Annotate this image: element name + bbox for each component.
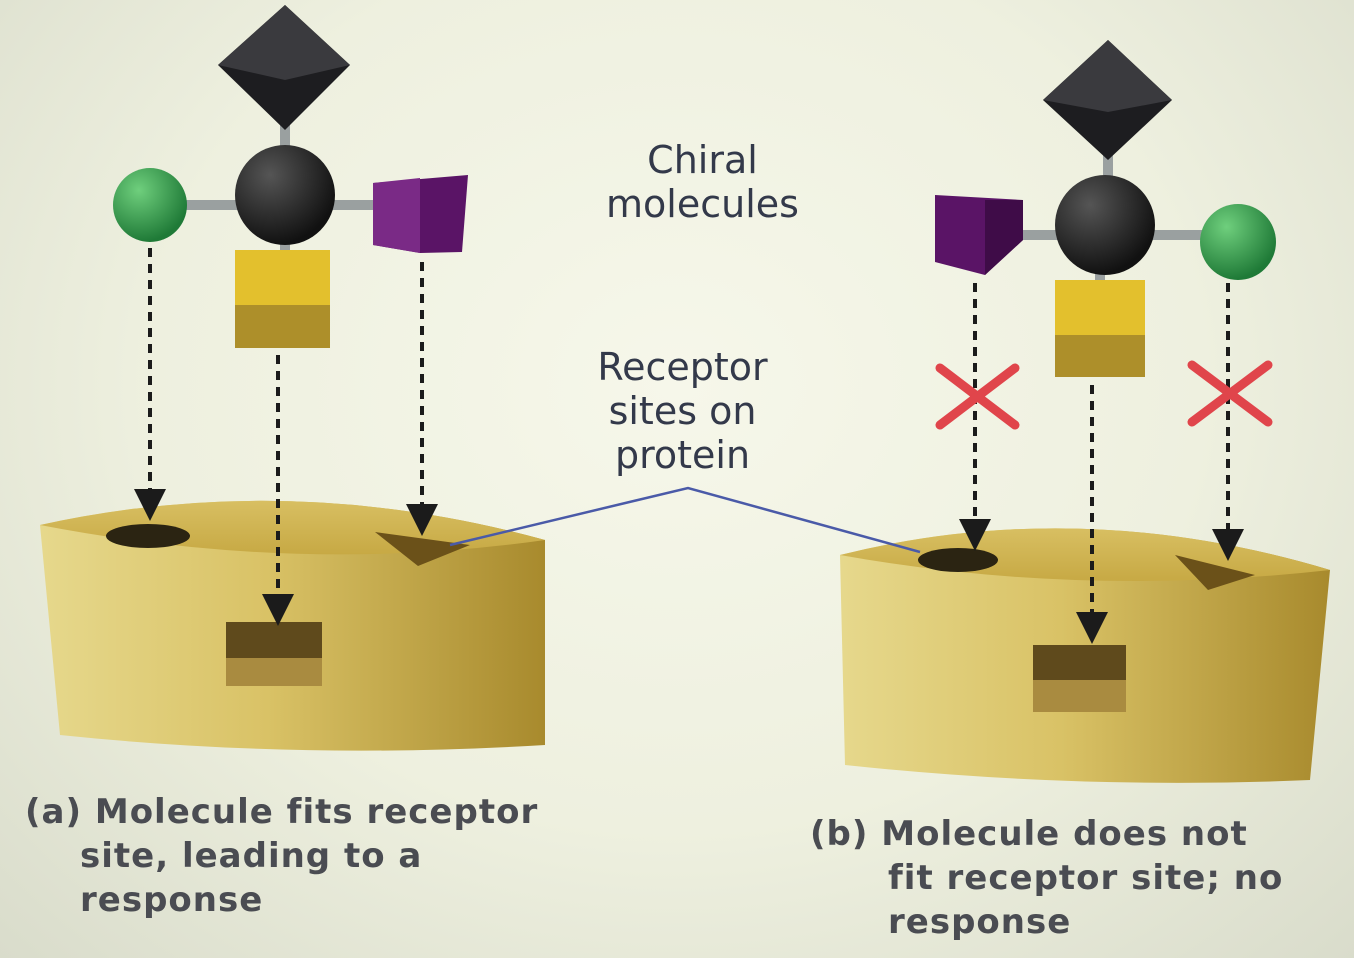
receptor-site-triangle-a <box>375 532 470 566</box>
caption-b-line: fit receptor site; no <box>888 858 1284 898</box>
chiral-molecule-a <box>113 5 468 348</box>
caption-a: (a) Molecule fits receptor site, leading… <box>25 790 538 922</box>
receptor-label-line: protein <box>614 433 751 477</box>
receptor-site-round-a <box>106 524 190 548</box>
binding-arrows-a <box>134 248 438 626</box>
caption-a-line: (a) Molecule fits receptor <box>25 792 539 832</box>
binding-arrows-b <box>959 283 1244 644</box>
protein-receptor-b <box>840 528 1330 783</box>
cross-mark-icon <box>935 363 1020 430</box>
receptor-sites-label: Receptor sites on protein <box>570 345 795 477</box>
center-carbon-b <box>1055 175 1155 275</box>
receptor-label-line: sites on <box>608 389 757 433</box>
chiral-molecule-b <box>935 40 1276 377</box>
receptor-site-triangle-b <box>1175 555 1255 590</box>
receptor-site-square-b <box>1033 645 1126 680</box>
caption-b-line: response <box>888 902 1072 942</box>
receptor-label-line: Receptor <box>597 345 768 389</box>
protein-receptor-a <box>40 500 545 751</box>
caption-a-line: response <box>80 880 264 920</box>
green-sphere-group-b <box>1200 204 1276 280</box>
caption-a-line: site, leading to a <box>80 836 423 876</box>
caption-b-line: (b) Molecule does not <box>810 814 1248 854</box>
chiral-label-line: molecules <box>606 182 799 226</box>
chiral-label-line: Chiral <box>647 138 758 182</box>
caption-b: (b) Molecule does not fit receptor site;… <box>810 812 1283 944</box>
green-sphere-group-a <box>113 168 187 242</box>
receptor-site-round-b <box>918 548 998 572</box>
center-carbon-a <box>235 145 335 245</box>
chiral-molecules-label: Chiral molecules <box>585 138 820 226</box>
cross-mark-icon <box>1187 360 1273 427</box>
receptor-pointer-line <box>449 486 921 554</box>
